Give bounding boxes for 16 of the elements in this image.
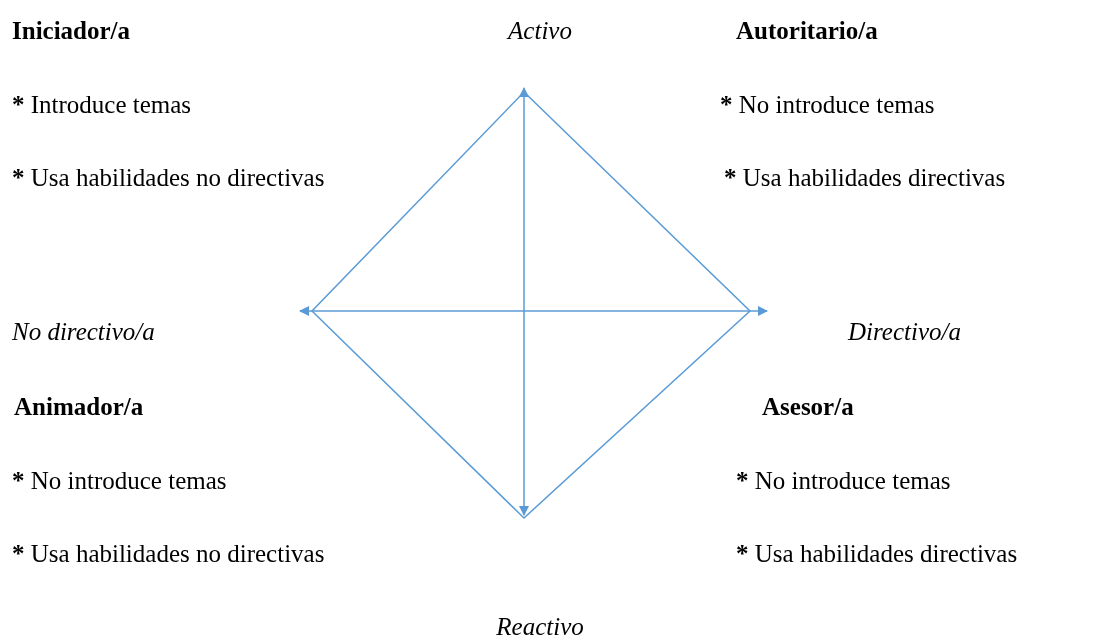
bullet-text: * No introduce temas [736, 466, 951, 496]
axis-label: Activo [508, 16, 572, 46]
axis-label: Reactivo [496, 612, 584, 642]
bullet-text: * No introduce temas [720, 90, 935, 120]
role-heading: Asesor/a [762, 392, 854, 422]
role-heading: Autoritario/a [736, 16, 878, 46]
axis-label: No directivo/a [12, 317, 155, 347]
bullet-text: * Usa habilidades no directivas [12, 163, 325, 193]
bullet-text: * No introduce temas [12, 466, 227, 496]
axis-label: Directivo/a [848, 317, 961, 347]
bullet-text: * Usa habilidades directivas [724, 163, 1006, 193]
bullet-text: * Usa habilidades directivas [736, 539, 1018, 569]
bullet-text: * Usa habilidades no directivas [12, 539, 325, 569]
role-heading: Animador/a [14, 392, 144, 422]
bullet-text: * Introduce temas [12, 90, 192, 120]
role-heading: Iniciador/a [12, 16, 131, 46]
